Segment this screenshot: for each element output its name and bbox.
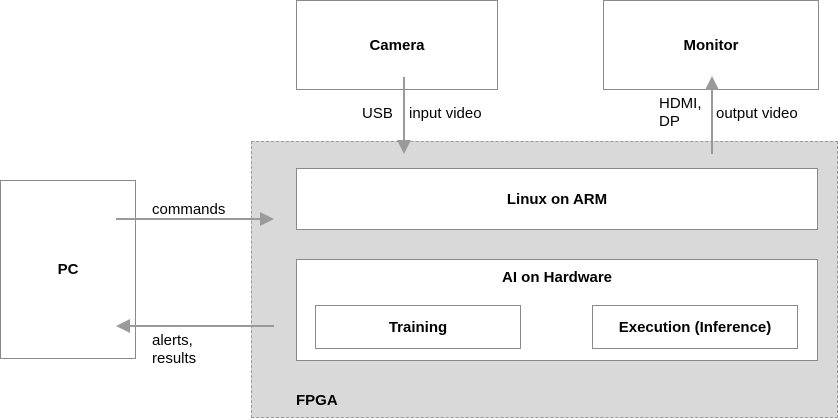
ai-on-hardware-label: AI on Hardware <box>501 269 613 286</box>
hdmi-dp-label: HDMI, DP <box>659 95 702 130</box>
alerts-results-label: alerts, results <box>152 332 197 367</box>
linux-on-arm-box: Linux on ARM <box>296 168 818 230</box>
linux-on-arm-label: Linux on ARM <box>506 190 608 208</box>
fpga-to-monitor-arrowhead <box>705 76 719 90</box>
input-video-label: input video <box>409 105 482 122</box>
usb-label: USB <box>362 105 393 122</box>
training-label: Training <box>388 318 448 336</box>
camera-box: Camera <box>296 0 498 90</box>
execution-label: Execution (Inference) <box>618 318 772 336</box>
monitor-label: Monitor <box>683 36 739 54</box>
pc-label: PC <box>57 261 79 278</box>
output-video-label: output video <box>716 105 798 122</box>
camera-to-fpga-arrowhead <box>397 140 411 154</box>
commands-label: commands <box>152 201 226 218</box>
camera-label: Camera <box>369 36 425 54</box>
fpga-to-pc-arrowhead <box>116 319 130 333</box>
fpga-label: FPGA <box>296 392 338 409</box>
pc-to-fpga-arrowhead <box>260 212 274 226</box>
pc-box: PC <box>0 180 136 359</box>
monitor-box: Monitor <box>603 0 819 90</box>
execution-box: Execution (Inference) <box>592 305 798 349</box>
training-box: Training <box>315 305 521 349</box>
